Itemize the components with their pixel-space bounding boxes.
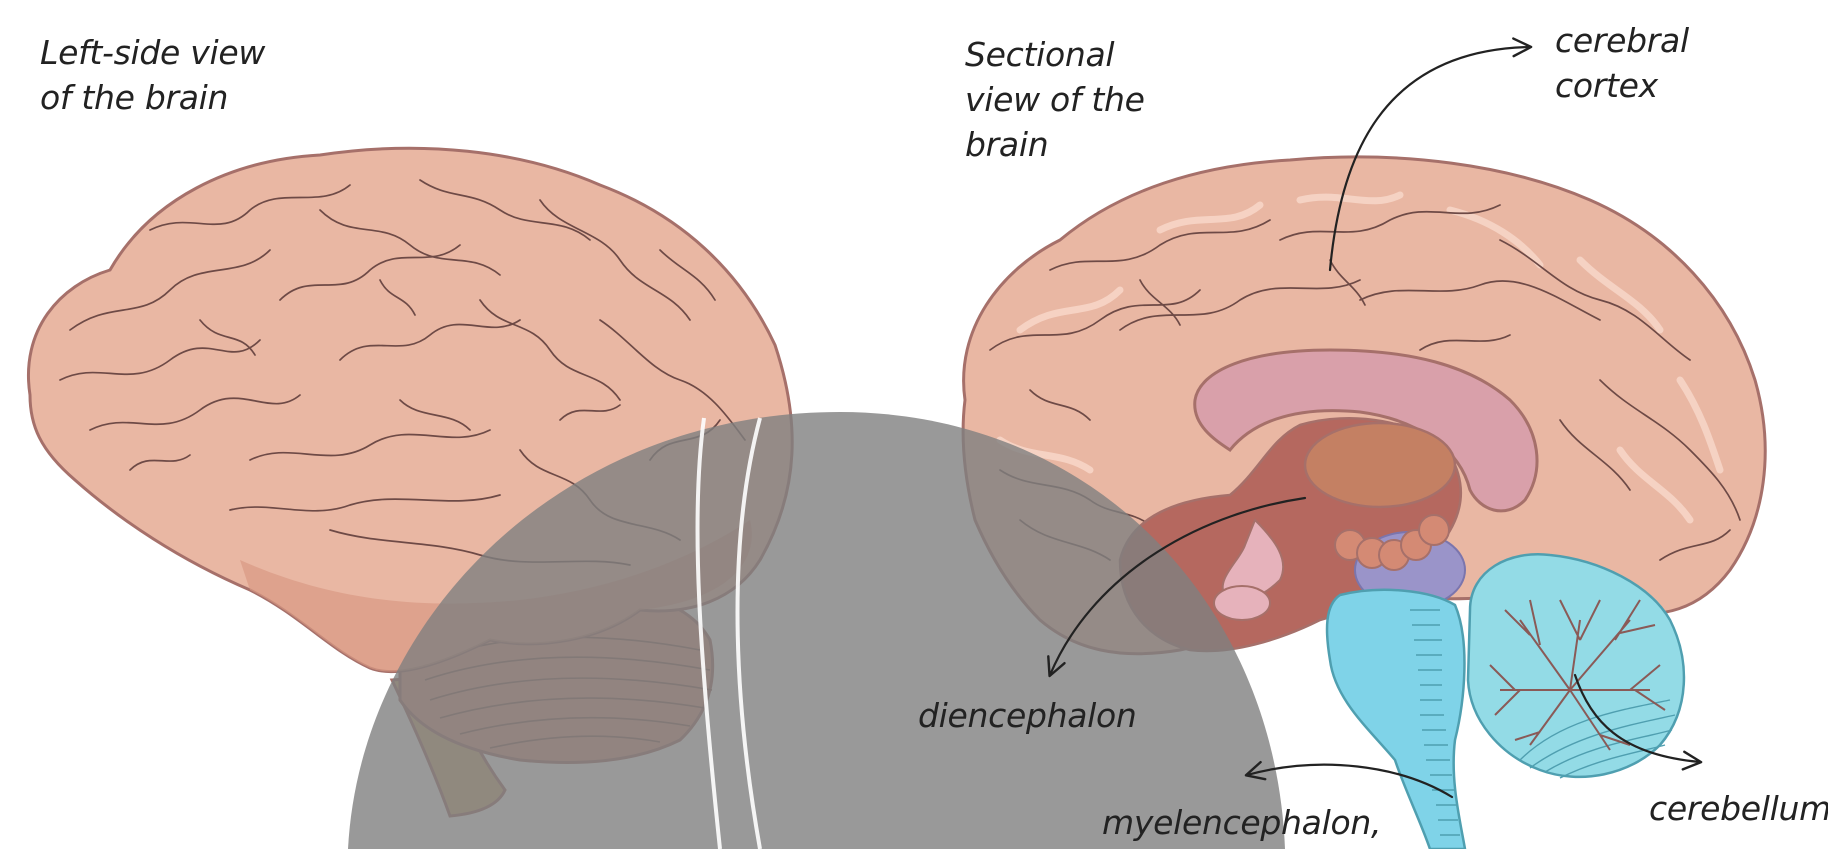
- thalamus: [1305, 423, 1455, 507]
- cerebral-cortex-label: cerebral cortex: [1555, 18, 1689, 108]
- cerebellum-label: cerebellum: [1649, 786, 1828, 831]
- left-view-label: Left-side view of the brain: [40, 30, 265, 120]
- diencephalon-label: diencephalon: [918, 693, 1137, 738]
- sectional-view-label: Sectional view of the brain: [965, 32, 1145, 167]
- myelencephalon-label: myelencephalon,: [1102, 800, 1381, 845]
